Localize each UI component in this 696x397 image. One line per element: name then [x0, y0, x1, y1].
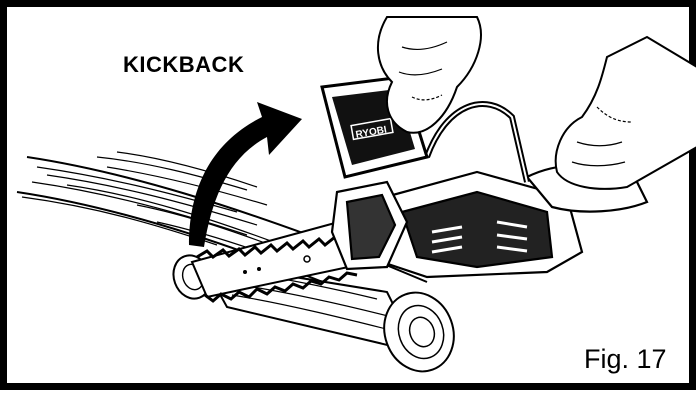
- gloved-hand-top: [378, 17, 481, 133]
- kickback-illustration: RYOBI: [7, 7, 696, 397]
- gloved-hand-rear: [556, 37, 696, 189]
- figure-caption: Fig. 17: [584, 344, 667, 375]
- kickback-label: KICKBACK: [123, 52, 244, 78]
- kickback-arrow-icon: [189, 102, 302, 247]
